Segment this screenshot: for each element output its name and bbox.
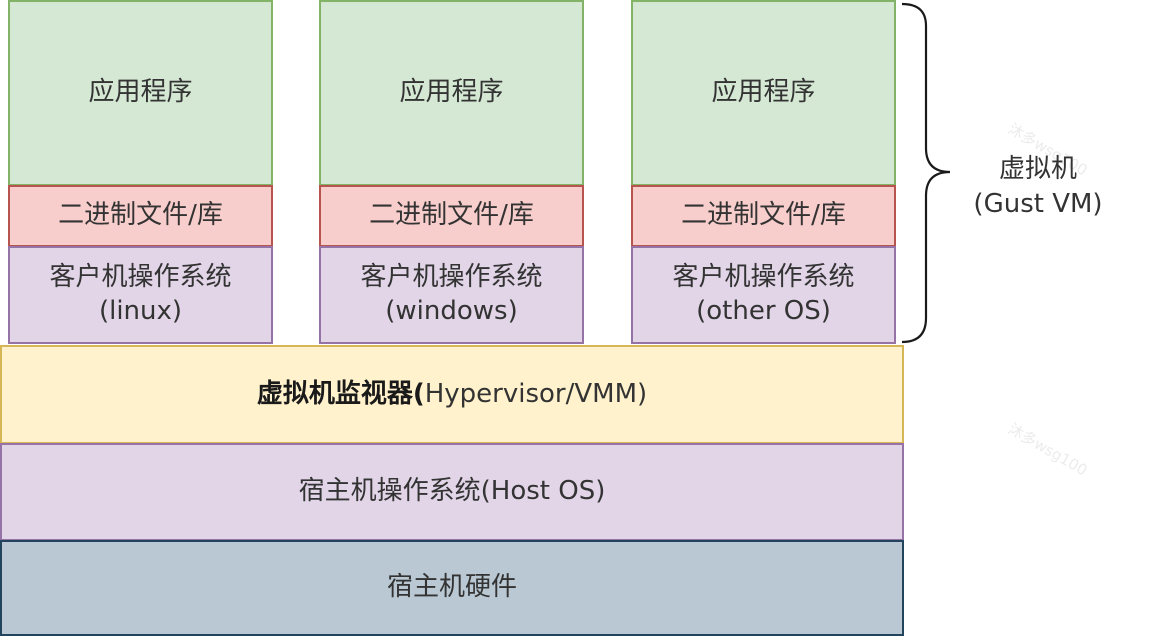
library-label: 二进制文件/库: [369, 200, 534, 231]
hardware-label: 宿主机硬件: [386, 572, 517, 603]
guest-os-label: 客户机操作系统: [672, 262, 855, 293]
guest-os-label: 客户机操作系统: [49, 262, 232, 293]
application-label: 应用程序: [711, 77, 816, 108]
guest-os-box: 客户机操作系统 (other OS): [631, 246, 896, 344]
guest-os-name: (other OS): [696, 296, 831, 326]
guest-os-label: 客户机操作系统: [360, 262, 543, 293]
vm-group-brace: [901, 2, 951, 344]
application-label: 应用程序: [399, 77, 504, 108]
application-label: 应用程序: [88, 77, 193, 108]
hypervisor-box: 虚拟机监视器(Hypervisor/VMM): [0, 345, 904, 444]
library-label: 二进制文件/库: [58, 200, 223, 231]
host-os-box: 宿主机操作系统(Host OS): [0, 443, 904, 541]
watermark: 沐多wsg100: [1005, 419, 1091, 480]
vm-label: 虚拟机 (Gust VM): [958, 152, 1118, 222]
guest-os-box: 客户机操作系统 (windows): [319, 246, 584, 344]
vm-application-box: 应用程序: [631, 0, 896, 186]
hypervisor-label-bold: 虚拟机监视器(: [256, 378, 425, 409]
vm-library-box: 二进制文件/库: [319, 185, 584, 247]
vm-library-box: 二进制文件/库: [8, 185, 273, 247]
host-os-label: 宿主机操作系统(Host OS): [298, 476, 606, 507]
guest-os-name: (linux): [98, 296, 183, 326]
vm-application-box: 应用程序: [319, 0, 584, 186]
guest-os-name: (windows): [385, 296, 518, 326]
vm-application-box: 应用程序: [8, 0, 273, 186]
guest-os-box: 客户机操作系统 (linux): [8, 246, 273, 344]
vm-library-box: 二进制文件/库: [631, 185, 896, 247]
hardware-box: 宿主机硬件: [0, 540, 904, 636]
hypervisor-label-rest: Hypervisor/VMM): [424, 378, 648, 409]
library-label: 二进制文件/库: [681, 200, 846, 231]
vm-label-subtitle: (Gust VM): [973, 189, 1103, 220]
vm-label-title: 虚拟机: [998, 154, 1077, 184]
